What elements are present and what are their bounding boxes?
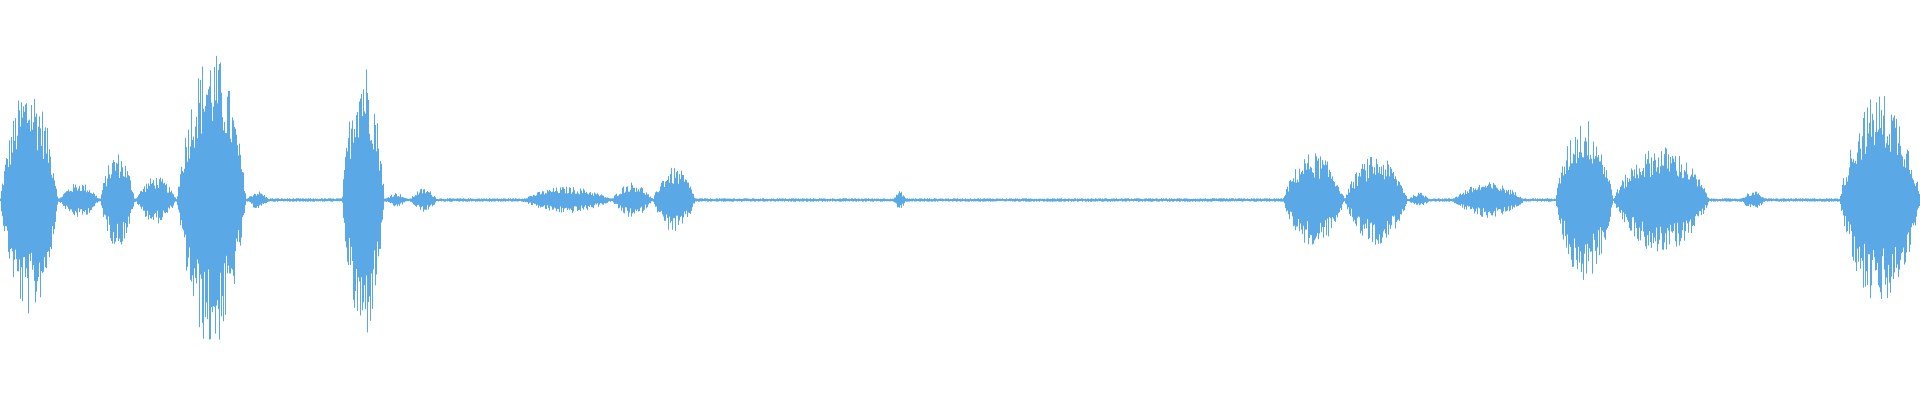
waveform-samples [0, 55, 1920, 340]
